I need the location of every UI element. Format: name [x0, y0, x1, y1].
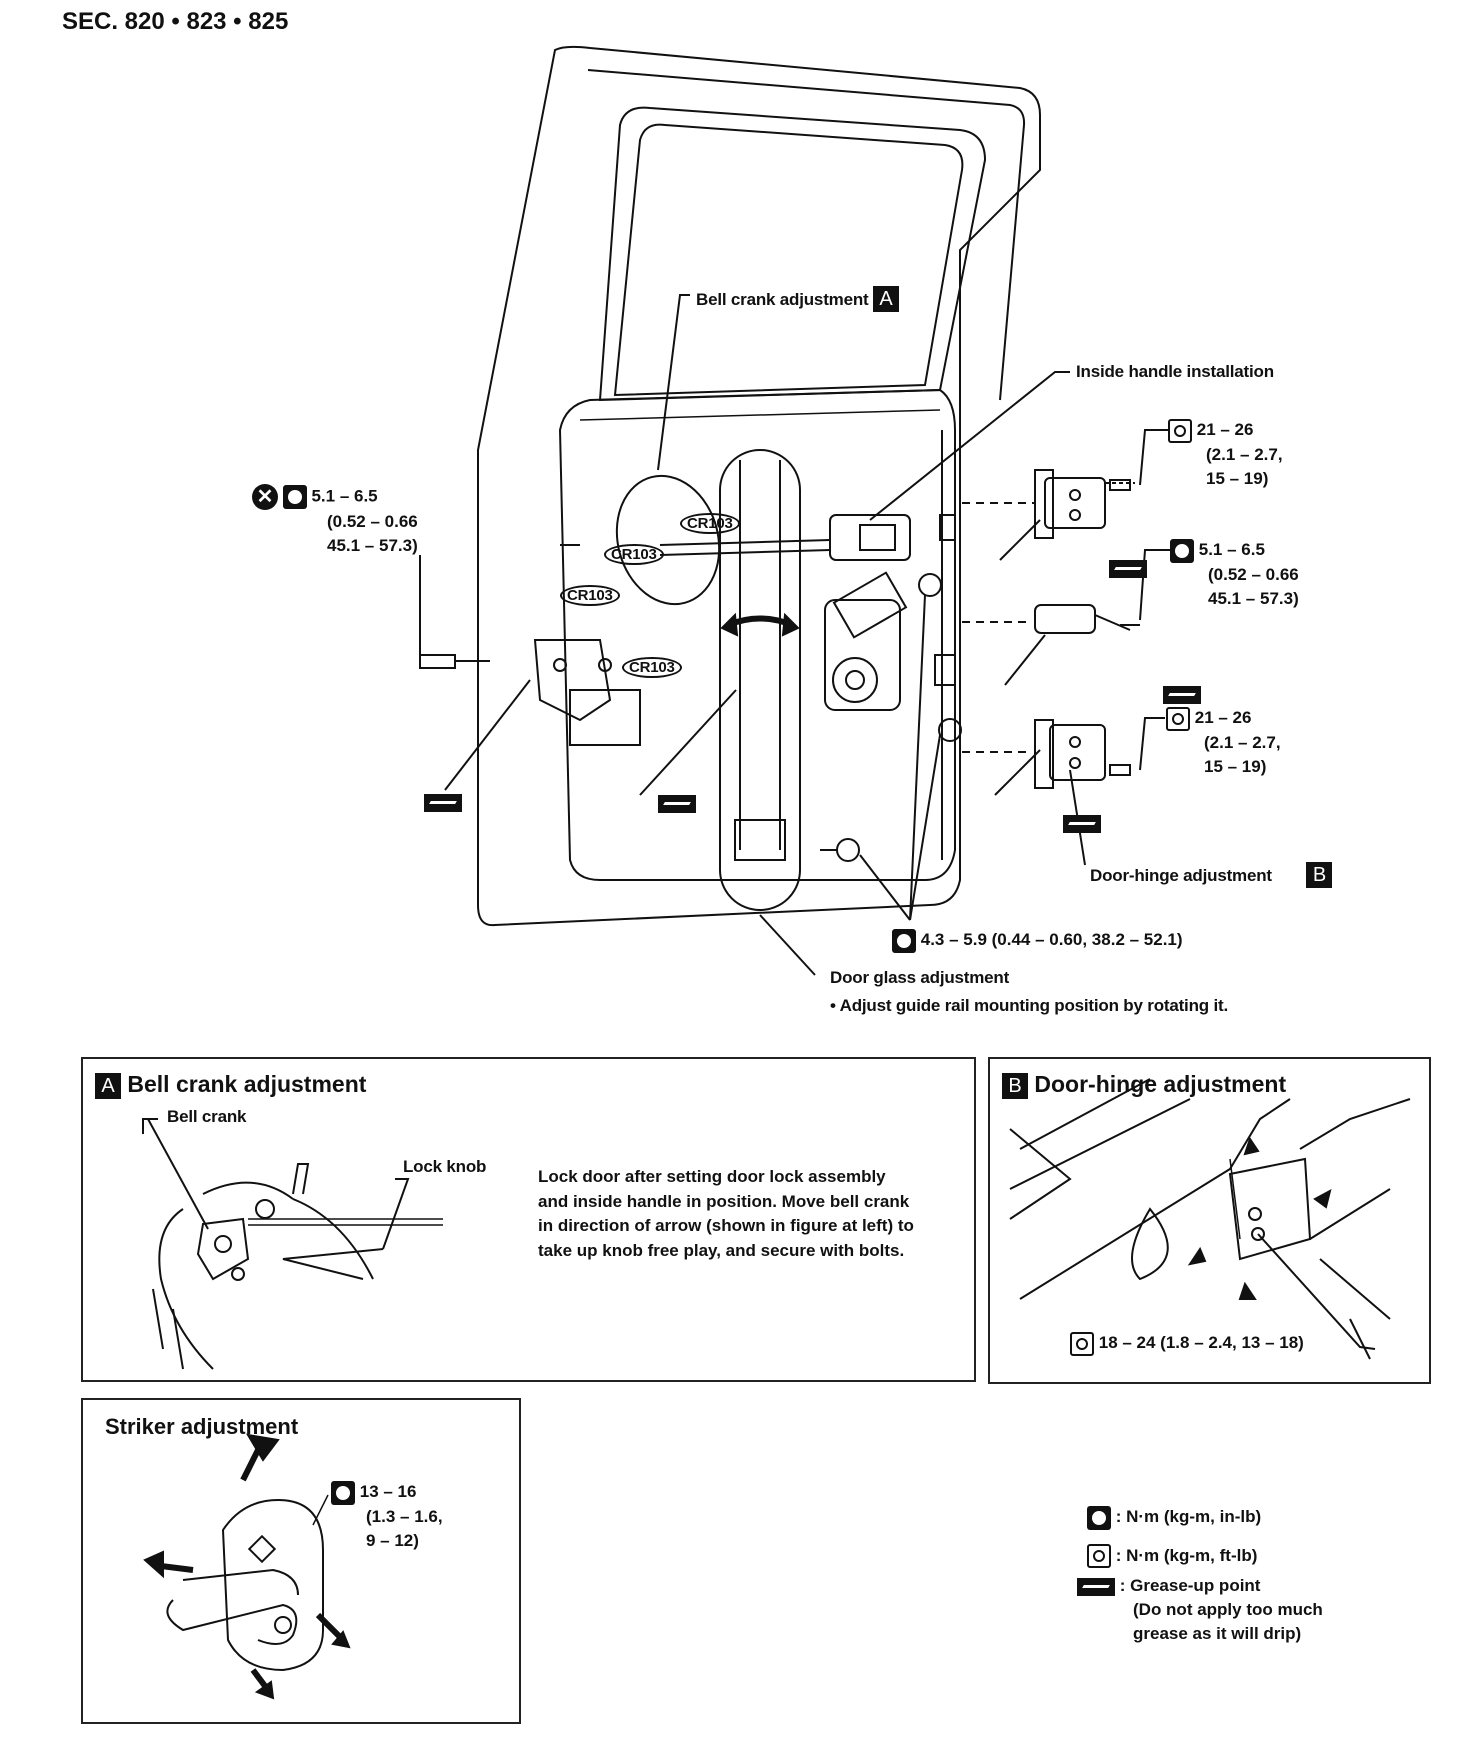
door-hinge-adjustment-label: Door-hinge adjustment B	[1090, 862, 1333, 888]
torque-ftlb-icon	[1087, 1544, 1111, 1569]
grease-icon	[1062, 815, 1101, 833]
door-hinge-figure	[1009, 1078, 1411, 1360]
torque-check-link: 5.1 – 6.5 (0.52 – 0.66 45.1 – 57.3)	[1170, 538, 1299, 611]
cr103-label: CR103	[622, 657, 682, 678]
grease-icon	[658, 795, 697, 813]
torque-inlb-icon	[282, 485, 307, 509]
striker-title: Striker adjustment	[105, 1414, 299, 1439]
cr103-label: CR103	[604, 544, 664, 565]
grease-icon	[424, 794, 462, 812]
striker-torque: 13 – 16 (1.3 – 1.6, 9 – 12)	[331, 1480, 443, 1553]
legend-grease-note-2: grease as it will drip)	[1133, 1624, 1302, 1644]
bell-crank-figure	[142, 1118, 443, 1370]
ref-box-a: A	[95, 1073, 121, 1099]
torque-ftlb-icon	[1168, 418, 1192, 443]
torque-ftlb-icon	[1070, 1331, 1094, 1356]
torque-bottom: 4.3 – 5.9 (0.44 – 0.60, 38.2 – 52.1)	[892, 928, 1183, 953]
torque-inlb-icon	[1170, 538, 1194, 563]
door-glass-adjustment-label: Door glass adjustment	[830, 968, 1010, 987]
bell-crank-adjustment-label: Bell crank adjustment A	[696, 286, 899, 312]
panel-b-torque: 18 – 24 (1.8 – 2.4, 13 – 18)	[1070, 1331, 1304, 1356]
legend-grease-note-1: (Do not apply too much	[1133, 1600, 1323, 1620]
grease-icon	[1109, 560, 1148, 578]
grease-icon	[1162, 686, 1201, 704]
bell-crank-instruction: Lock door after setting door lock assemb…	[538, 1167, 914, 1260]
torque-ftlb-icon	[1166, 706, 1190, 731]
ref-box-a: A	[873, 286, 899, 312]
inside-handle-installation-label: Inside handle installation	[1076, 362, 1274, 381]
section-code: SEC. 820 • 823 • 825	[62, 8, 289, 35]
bell-crank-label: Bell crank	[167, 1107, 247, 1126]
legend: : N·m (kg-m, in-lb) : N·m (kg-m, ft-lb) …	[1077, 1505, 1323, 1646]
do-not-reuse-icon: ✕	[252, 484, 278, 510]
ref-box-b: B	[1002, 1073, 1028, 1099]
torque-left: ✕ 5.1 – 6.5 (0.52 – 0.66 45.1 – 57.3)	[252, 484, 418, 558]
legend-ftlb: : N·m (kg-m, ft-lb)	[1087, 1544, 1323, 1569]
door-exploded-diagram	[419, 45, 1170, 976]
legend-inlb: : N·m (kg-m, in-lb)	[1087, 1505, 1323, 1530]
legend-grease: : Grease-up point	[1077, 1574, 1323, 1598]
door-hinge-panel: B Door-hinge adjustment 18 – 24 (1.8 – 2…	[988, 1057, 1431, 1384]
lock-knob-label: Lock knob	[403, 1157, 487, 1176]
torque-upper-hinge: 21 – 26 (2.1 – 2.7, 15 – 19)	[1168, 418, 1283, 491]
torque-inlb-icon	[331, 1480, 355, 1505]
torque-inlb-icon	[1087, 1505, 1111, 1530]
torque-lower-hinge: 21 – 26 (2.1 – 2.7, 15 – 19)	[1166, 706, 1281, 779]
panel-b-title: B Door-hinge adjustment	[1002, 1071, 1286, 1099]
torque-inlb-icon	[892, 928, 916, 953]
bell-crank-panel: A Bell crank adjustment Bell crank Lock …	[81, 1057, 976, 1382]
striker-panel: Striker adjustment 13 – 16 (1.3 – 1.6, 9…	[81, 1398, 521, 1724]
grease-icon	[1077, 1577, 1115, 1596]
cr103-label: CR103	[680, 513, 740, 534]
cr103-label: CR103	[560, 585, 620, 606]
panel-a-title: A Bell crank adjustment	[95, 1071, 366, 1099]
door-glass-note: • Adjust guide rail mounting position by…	[830, 996, 1228, 1015]
ref-box-b: B	[1306, 862, 1333, 888]
striker-figure	[143, 1433, 351, 1700]
